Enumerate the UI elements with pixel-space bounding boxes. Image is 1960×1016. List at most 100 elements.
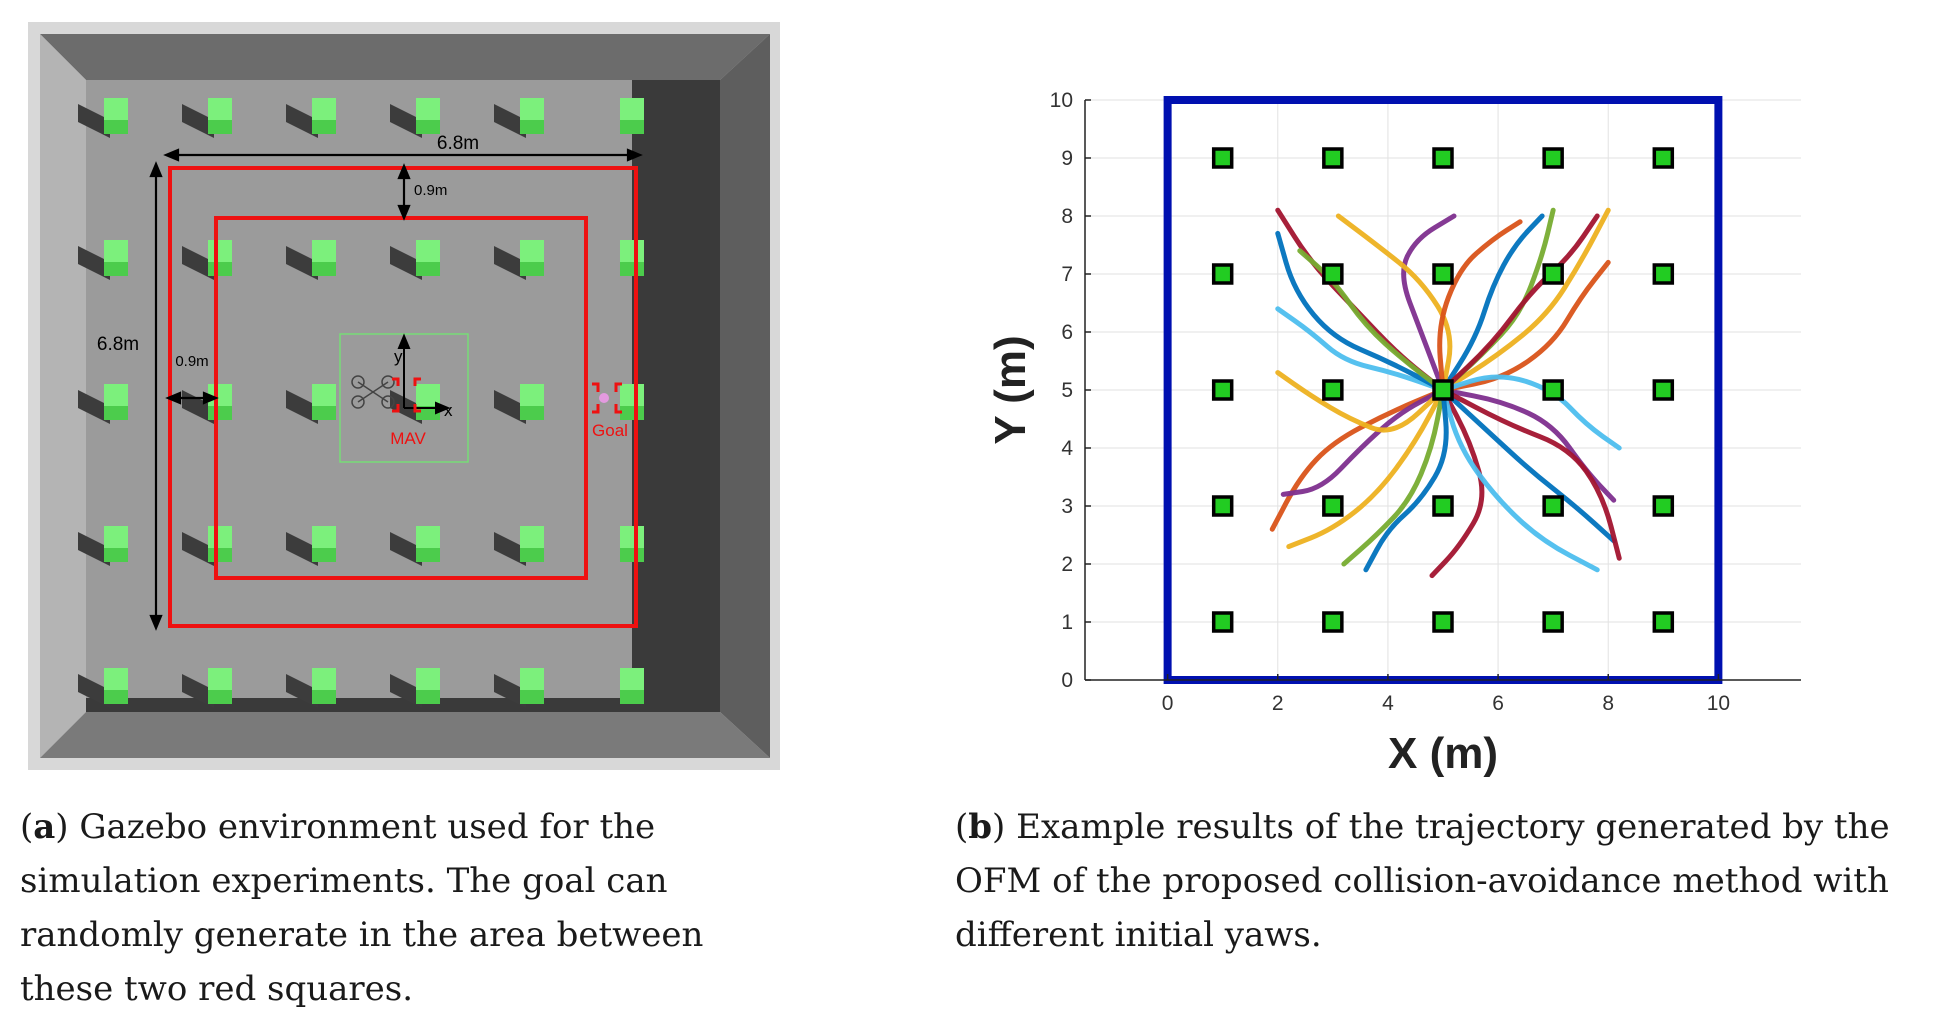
- obstacle-square: [1652, 611, 1675, 633]
- goal-marker: [592, 382, 622, 414]
- obstacle-square: [1432, 379, 1454, 401]
- mav-axes: [397, 333, 451, 415]
- obstacle-square: [1542, 379, 1564, 401]
- obstacle-square: [1652, 147, 1675, 169]
- pillar-top: [416, 384, 440, 406]
- axes: [1084, 100, 1801, 681]
- trajectory-line: [1341, 387, 1446, 567]
- pillar-side: [520, 406, 544, 420]
- y-tick-label: 2: [1061, 553, 1073, 576]
- pillar-side: [520, 262, 544, 276]
- pillar-shadow: [390, 674, 422, 708]
- pillar-top: [620, 384, 644, 406]
- pillar-top: [312, 384, 336, 406]
- obstacle-square: [1432, 263, 1454, 285]
- axis-x-label: x: [444, 401, 453, 420]
- caption-b-text: Example results of the trajectory genera…: [955, 807, 1890, 955]
- pillar-side: [416, 690, 440, 704]
- pillar-top: [208, 98, 232, 120]
- x-tick-label: 6: [1492, 692, 1504, 715]
- pillar-side: [208, 120, 232, 134]
- pillar-shadow: [182, 674, 214, 708]
- pillar-shadow: [78, 246, 110, 280]
- pillar-shadow: [390, 532, 422, 566]
- x-tick-label: 0: [1162, 692, 1174, 715]
- trajectory-line: [1363, 387, 1449, 573]
- caption-a: (a) Gazebo environment used for the simu…: [20, 807, 704, 1009]
- obstacle-square: [1652, 495, 1675, 517]
- pillar-side: [620, 406, 644, 420]
- goal-label: Goal: [592, 421, 628, 440]
- pillar-top: [520, 668, 544, 690]
- pillar-side: [312, 548, 336, 562]
- pillar-side: [208, 548, 232, 562]
- pillar-shadow: [286, 532, 318, 566]
- pillar-side: [520, 120, 544, 134]
- pillar-shadow: [286, 246, 318, 280]
- pillar-side: [416, 406, 440, 420]
- pillar-shadow: [390, 246, 422, 280]
- y-axis-label: Y (m): [986, 335, 1035, 444]
- pillar-side: [104, 690, 128, 704]
- obstacle-square: [1542, 495, 1564, 517]
- pillar-side: [520, 690, 544, 704]
- wall-bottom: [40, 712, 770, 758]
- obstacle-square: [1432, 147, 1454, 169]
- obstacle-square: [1432, 495, 1454, 517]
- pillar-top: [208, 668, 232, 690]
- pillar-top: [208, 526, 232, 548]
- pillars: [78, 98, 644, 708]
- obstacle-square: [1322, 611, 1344, 633]
- obstacle-square: [1211, 147, 1234, 169]
- pillar-shadow: [494, 674, 526, 708]
- gap-top-label: 0.9m: [414, 182, 447, 199]
- y-tick-label: 7: [1061, 263, 1073, 286]
- caption-a-text: Gazebo environment used for the simulati…: [20, 807, 704, 1009]
- pillar-side: [312, 406, 336, 420]
- pillar-top: [620, 668, 644, 690]
- caption-b-letter: b: [968, 807, 993, 847]
- pillar-side: [416, 262, 440, 276]
- trajectory-line: [1440, 387, 1617, 544]
- x-tick-label: 4: [1382, 692, 1394, 715]
- trajectory-line: [1440, 213, 1545, 393]
- caption-a-letter: a: [33, 807, 56, 847]
- pillar-top: [312, 526, 336, 548]
- y-tick-label: 8: [1061, 205, 1073, 228]
- pillar-top: [208, 240, 232, 262]
- obstacle-square: [1322, 263, 1344, 285]
- pillar-shadow: [286, 674, 318, 708]
- pillar-side: [104, 120, 128, 134]
- pillar-side: [416, 548, 440, 562]
- pillar-top: [620, 98, 644, 120]
- goal-point: [599, 393, 609, 403]
- x-tick-label: 10: [1707, 692, 1730, 715]
- mav-drone-icon: [351, 375, 395, 409]
- obstacle-square: [1652, 263, 1675, 285]
- trajectory-line: [1440, 213, 1600, 393]
- y-tick-label: 9: [1061, 147, 1073, 170]
- mav-marker: [392, 377, 421, 413]
- obstacle-square: [1322, 495, 1344, 517]
- dimension-arrows: [149, 148, 643, 631]
- pillar-top: [620, 526, 644, 548]
- pillar-shadow: [286, 104, 318, 138]
- y-tick-label: 6: [1061, 321, 1073, 344]
- x-tick-label: 8: [1602, 692, 1614, 715]
- obstacle-square: [1322, 147, 1344, 169]
- gazebo-environment-figure: 6.8m 6.8m 0.9m 0.9m y x MAV Goal: [0, 0, 800, 790]
- trajectory-line: [1440, 374, 1622, 451]
- pillar-top: [312, 98, 336, 120]
- pillar-top: [104, 98, 128, 120]
- pillar-shadow: [494, 390, 526, 424]
- obstacle-square: [1432, 611, 1454, 633]
- wall-top: [40, 34, 770, 80]
- y-tick-label: 5: [1061, 379, 1073, 402]
- obstacle-square: [1211, 379, 1234, 401]
- obstacles: [1211, 147, 1675, 633]
- trajectories: [1269, 207, 1622, 579]
- obstacle-square: [1211, 611, 1234, 633]
- pillar-side: [208, 406, 232, 420]
- pillar-side: [312, 120, 336, 134]
